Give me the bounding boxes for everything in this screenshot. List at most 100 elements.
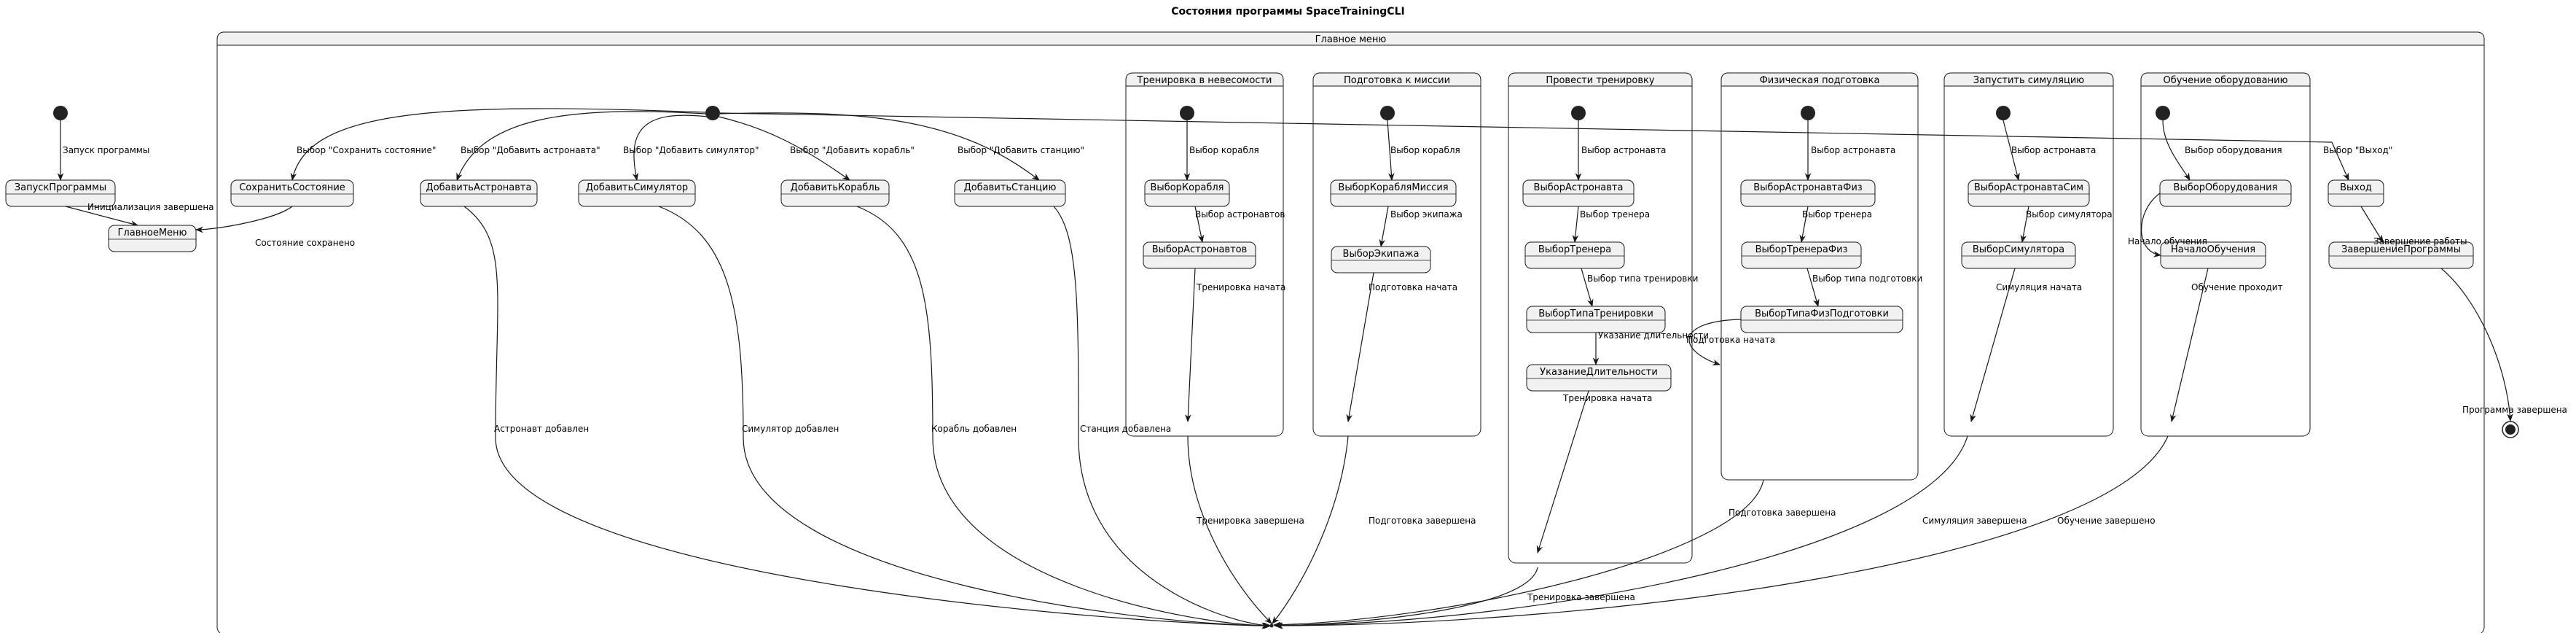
- state-name: ВыборСимулятора: [1973, 244, 2064, 255]
- diagram-title: Состояния программы SpaceTrainingCLI: [1171, 6, 1405, 18]
- transition-label: Симуляция начата: [1996, 282, 2082, 292]
- edge-state-saved: [195, 206, 293, 233]
- state-exit: Выход: [2328, 179, 2384, 207]
- transition-label: Выбор типа тренировки: [1587, 273, 1698, 284]
- edge-ph-prep-done: [1272, 479, 1764, 629]
- transition-label: Выбор астронавта: [1811, 145, 1895, 155]
- edge-ph-choose-type: [1806, 268, 1820, 308]
- group-title: Обучение оборудованию: [2163, 75, 2287, 86]
- transition-label: Симулятор добавлен: [742, 424, 839, 434]
- edge-ship-added: [856, 206, 1272, 629]
- state-ms-crew: ВыборЭкипажа: [1331, 246, 1431, 273]
- edge-eq-done: [1275, 435, 2169, 629]
- transition-label: Выбор "Добавить симулятор": [623, 145, 759, 155]
- transition-label: Выбор тренера: [1580, 209, 1650, 220]
- group-title: Тренировка в невесомости: [1137, 75, 1272, 86]
- edge-tr-training-started: [1536, 390, 1589, 554]
- state-name: ДобавитьАстронавта: [426, 182, 532, 193]
- state-name: ВыборАстронавтаФиз: [1753, 182, 1863, 193]
- state-tr-astronaut: ВыборАстронавта: [1522, 179, 1635, 207]
- transition-label: Запуск программы: [63, 145, 149, 155]
- state-name: Выход: [2340, 182, 2372, 193]
- group-title: Запустить симуляцию: [1973, 75, 2085, 86]
- transition-label: Подготовка начата: [1686, 335, 1775, 345]
- state-add-astronaut: ДобавитьАстронавта: [420, 179, 538, 207]
- state-launch: ЗапускПрограммы: [5, 179, 116, 207]
- transition-label: Выбор астронавта: [2011, 145, 2096, 155]
- state-name: ЗавершениеПрограммы: [2341, 244, 2461, 255]
- transition-label: Тренировка начата: [1196, 282, 1285, 292]
- edge-tr-choose-type: [1581, 268, 1594, 308]
- transition-label: Тренировка завершена: [1196, 516, 1304, 526]
- edge-zg-training-started: [1185, 268, 1196, 423]
- transition-label: Подготовка завершена: [1369, 516, 1476, 526]
- state-save-state: СохранитьСостояние: [230, 179, 354, 207]
- transition-label: Обучение проходит: [2191, 282, 2283, 292]
- edge-choose-add-station: [719, 112, 1040, 181]
- transition-label: Выбор "Сохранить состояние": [297, 145, 436, 155]
- transition-label: Указание длительности: [1598, 330, 1709, 341]
- transition-label: Симуляция завершена: [1922, 516, 2027, 526]
- state-name: ДобавитьСимулятор: [586, 182, 688, 193]
- state-name: ВыборТипаФизПодготовки: [1755, 308, 1889, 319]
- state-name: СохранитьСостояние: [239, 182, 345, 193]
- edge-choose-add-astronaut: [456, 111, 706, 182]
- edge-work-finished: [2360, 206, 2384, 243]
- transition-label: Выбор "Добавить астронавта": [461, 145, 600, 155]
- state-add-simulator: ДобавитьСимулятор: [578, 179, 696, 207]
- group-title: Провести тренировку: [1546, 75, 1654, 86]
- transition-label: Выбор корабля: [1189, 145, 1259, 155]
- state-name: ГлавноеМеню: [118, 228, 187, 238]
- edge-zg-choose-astronauts: [1194, 206, 1205, 244]
- initial-equipment: [2156, 106, 2170, 120]
- edge-astronaut-added: [463, 206, 1270, 629]
- state-name: ВыборАстронавтаСим: [1974, 182, 2083, 193]
- state-eq-start: НачалоОбучения: [2160, 241, 2266, 269]
- edge-choose-save: [290, 108, 706, 182]
- edge-ms-choose-ship: [1387, 120, 1395, 182]
- transition-label: Станция добавлена: [1080, 424, 1171, 434]
- transition-label: Выбор экипажа: [1390, 209, 1463, 220]
- edge-zg-training-done: [1187, 435, 1272, 624]
- edge-ms-prep-started: [1346, 272, 1374, 423]
- transition-label: Выбор "Выход": [2323, 145, 2392, 155]
- transition-label: Корабль добавлен: [931, 424, 1017, 434]
- state-ph-astronaut: ВыборАстронавтаФиз: [1740, 179, 1876, 207]
- edge-station-added: [1053, 206, 1272, 629]
- state-name: ДобавитьСтанцию: [964, 182, 1057, 193]
- initial-zero-g: [1180, 106, 1194, 120]
- state-name: ВыборАстронавта: [1534, 182, 1624, 193]
- edge-program-finished: [2440, 268, 2513, 422]
- state-tr-trainer: ВыборТренера: [1524, 241, 1625, 269]
- state-name: ВыборОборудования: [2174, 182, 2278, 193]
- transition-label: Выбор типа подготовки: [1812, 273, 1922, 284]
- state-ph-type: ВыборТипаФизПодготовки: [1740, 306, 1903, 333]
- state-tr-duration: УказаниеДлительности: [1526, 364, 1672, 392]
- initial-physical: [1801, 106, 1815, 120]
- edge-sim-done: [1274, 435, 1968, 629]
- edge-init-done: [65, 206, 139, 227]
- initial-menu: [705, 106, 720, 120]
- initial-training: [1571, 106, 1586, 120]
- state-zg-ship: ВыборКорабля: [1144, 179, 1230, 207]
- edge-eq-start-training: [2141, 193, 2162, 257]
- state-sim-simulator: ВыборСимулятора: [1961, 241, 2076, 269]
- edge-choose-add-simulator: [632, 114, 708, 182]
- edge-ms-choose-crew: [1379, 206, 1389, 248]
- group-title: Главное меню: [1315, 34, 1387, 45]
- transition-label: Обучение завершено: [2057, 516, 2156, 526]
- state-add-ship: ДобавитьКорабль: [780, 179, 890, 207]
- state-name: ВыборЭкипажа: [1343, 249, 1420, 260]
- transition-label: Завершение работы: [2373, 236, 2467, 246]
- transition-label: Выбор симулятора: [2026, 209, 2113, 220]
- state-eq-select: ВыборОборудования: [2159, 179, 2292, 207]
- transition-label: Начало обучения: [2128, 236, 2207, 246]
- state-zg-astronauts: ВыборАстронавтов: [1143, 241, 1256, 269]
- transition-label: Выбор астронавта: [1581, 145, 1666, 155]
- initial-simulation: [1996, 106, 2011, 120]
- state-name: ДобавитьКорабль: [791, 182, 880, 193]
